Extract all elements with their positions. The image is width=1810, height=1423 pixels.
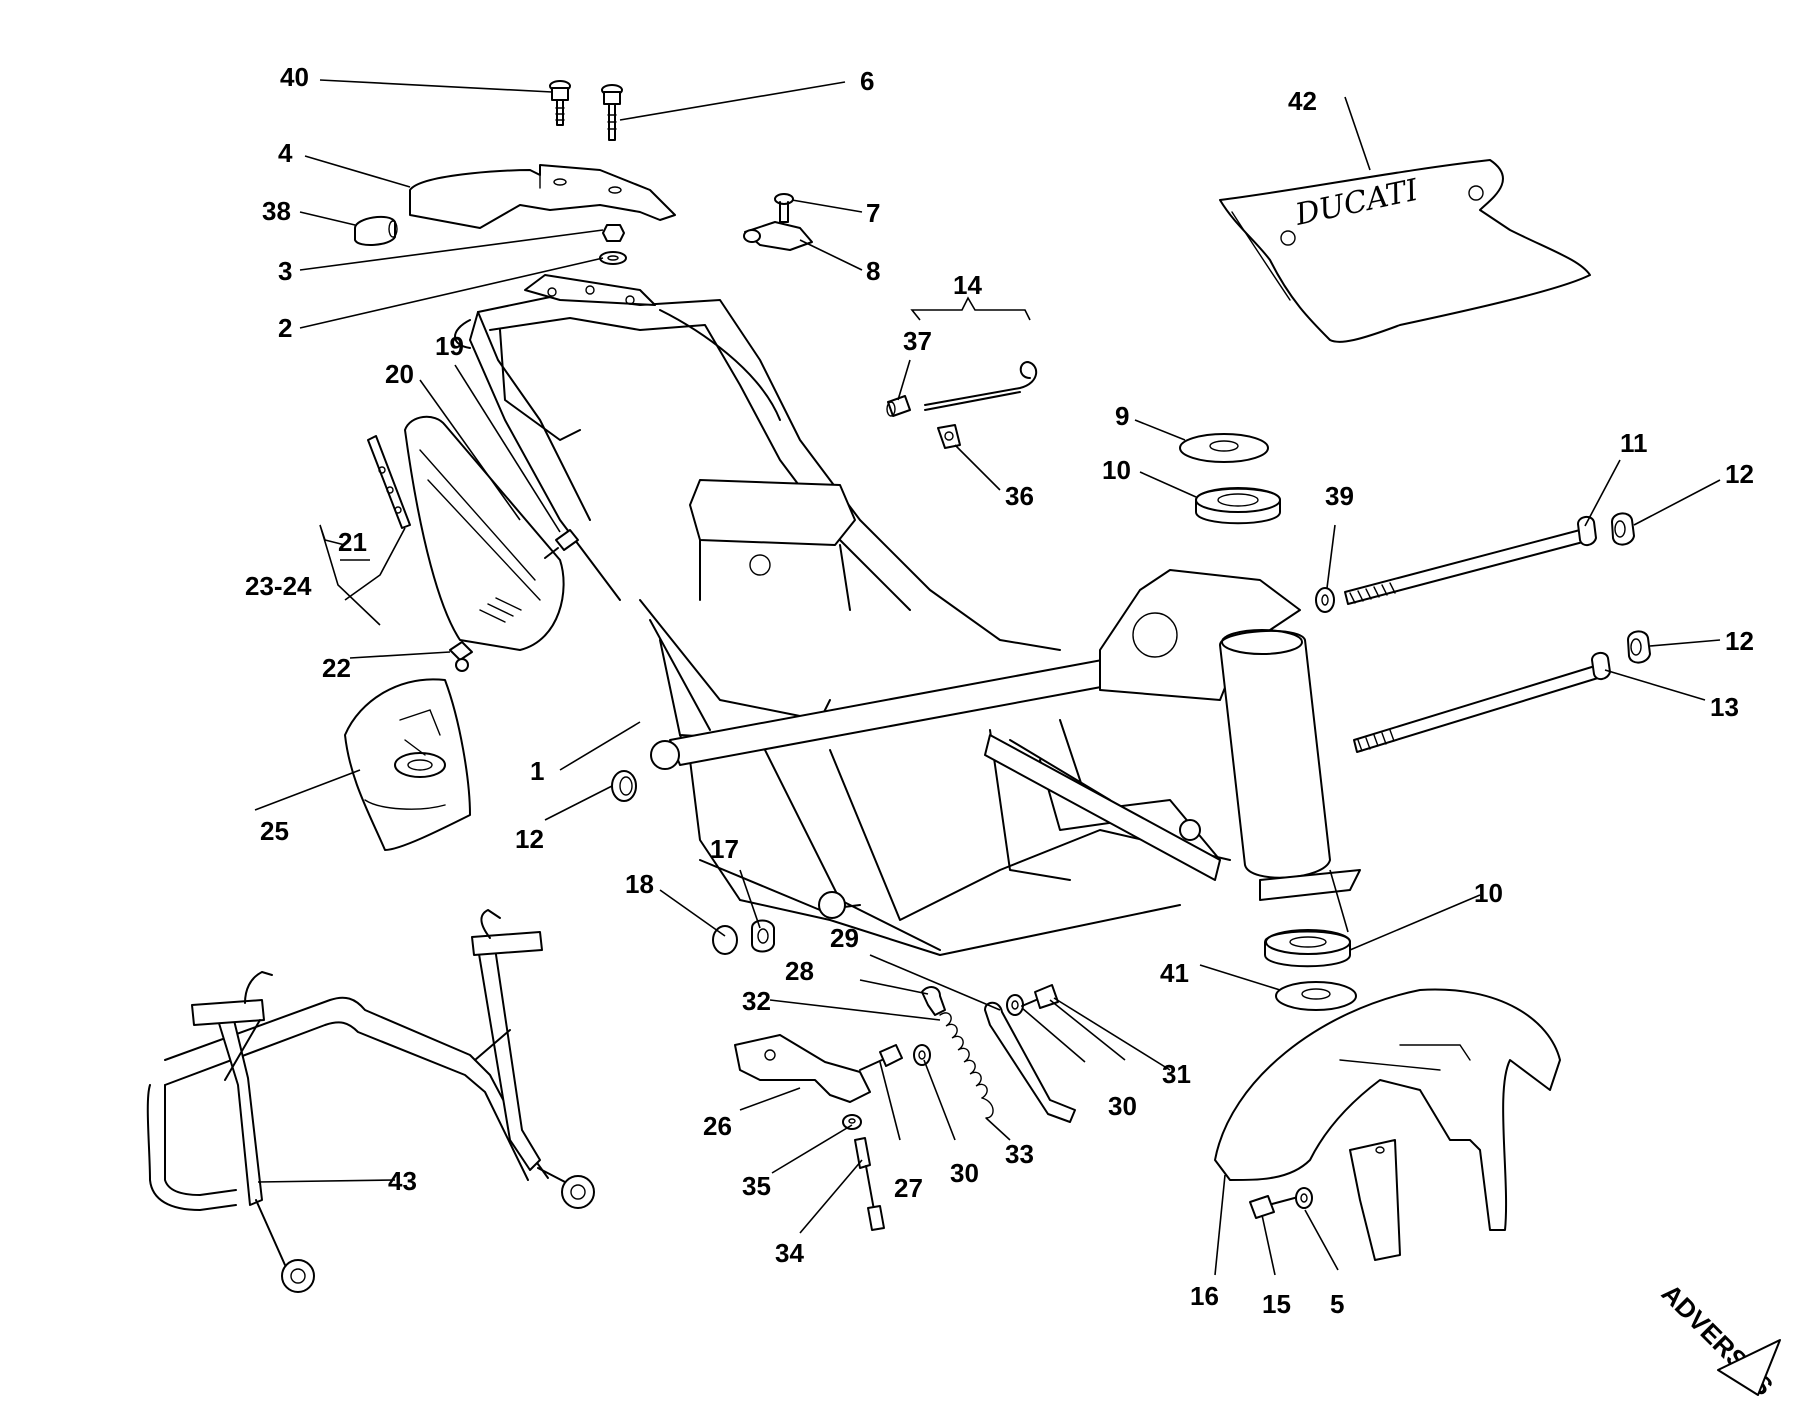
stand-part-43[interactable]: [146, 909, 595, 1293]
label-41: 41: [1160, 958, 1189, 988]
label-16: 16: [1190, 1281, 1219, 1311]
label-15: 15: [1262, 1289, 1291, 1319]
washer-part-30-lower[interactable]: [913, 1044, 931, 1066]
part-labels: 40 6 4 38 3 2 7 8 14 37 36 9 10 39 11 12…: [245, 62, 1754, 1319]
tail-light-part-20[interactable]: [404, 415, 565, 651]
cap-part-12-left[interactable]: [611, 770, 637, 802]
washer-part-30-upper[interactable]: [1006, 994, 1024, 1016]
label-34: 34: [775, 1238, 804, 1268]
washer-part-9[interactable]: [1179, 433, 1269, 463]
bracket-part-26[interactable]: [734, 1034, 871, 1103]
bracket-part-4[interactable]: [409, 164, 676, 229]
stand-part-29[interactable]: [984, 1001, 1076, 1123]
label-9: 9: [1115, 401, 1129, 431]
label-42: 42: [1288, 86, 1317, 116]
label-43: 43: [388, 1166, 417, 1196]
label-4: 4: [278, 138, 293, 168]
spindle-part-13[interactable]: [1353, 652, 1611, 753]
label-38: 38: [262, 196, 291, 226]
switch-part-34[interactable]: [854, 1137, 885, 1231]
bearing-part-10-upper[interactable]: [1195, 487, 1281, 525]
label-17: 17: [710, 834, 739, 864]
spring-part-32[interactable]: [939, 1012, 994, 1119]
label-36: 36: [1005, 481, 1034, 511]
label-40: 40: [280, 62, 309, 92]
nut-part-12-middle[interactable]: [1627, 630, 1651, 664]
washer-part-5[interactable]: [1295, 1187, 1313, 1209]
label-35: 35: [742, 1171, 771, 1201]
label-10-lower: 10: [1474, 878, 1503, 908]
spindle-part-11[interactable]: [1344, 516, 1597, 605]
plate-part-28[interactable]: [921, 986, 946, 1016]
washer-part-41[interactable]: [1275, 981, 1357, 1011]
bolt-part-40[interactable]: [549, 80, 571, 126]
bearing-part-10-lower[interactable]: [1264, 929, 1351, 968]
bolt-part-6[interactable]: [601, 84, 623, 141]
label-33: 33: [1005, 1139, 1034, 1169]
bolt-part-31[interactable]: [1021, 984, 1059, 1009]
label-7: 7: [866, 198, 880, 228]
cap-part-18[interactable]: [712, 925, 738, 955]
fender-part-16[interactable]: [1214, 988, 1561, 1261]
label-12-left: 12: [515, 824, 544, 854]
plate-part-21[interactable]: [367, 435, 411, 529]
label-11: 11: [1620, 428, 1648, 458]
label-32: 32: [742, 986, 771, 1016]
label-39: 39: [1325, 481, 1354, 511]
watermark: ADVERSUS: [1656, 1278, 1781, 1401]
nut-part-3[interactable]: [602, 224, 625, 242]
label-30-upper: 30: [1108, 1091, 1137, 1121]
label-20: 20: [385, 359, 414, 389]
label-13: 13: [1710, 692, 1739, 722]
bolt-part-27[interactable]: [859, 1044, 903, 1071]
bolt-part-15[interactable]: [1249, 1195, 1303, 1219]
label-12-top: 12: [1725, 459, 1754, 489]
label-25: 25: [260, 816, 289, 846]
cap-part-37[interactable]: [886, 395, 911, 417]
bracket-part-25[interactable]: [344, 678, 471, 851]
label-22: 22: [322, 653, 351, 683]
label-27: 27: [894, 1173, 923, 1203]
bracket-part-8[interactable]: [743, 221, 813, 251]
label-1: 1: [530, 756, 544, 786]
label-37: 37: [903, 326, 932, 356]
watermark-arrow-icon: [1717, 1339, 1781, 1396]
washer-part-39[interactable]: [1315, 587, 1335, 613]
label-5: 5: [1330, 1289, 1344, 1319]
label-10-upper: 10: [1102, 455, 1131, 485]
washer-part-35[interactable]: [842, 1114, 862, 1130]
label-31: 31: [1162, 1059, 1191, 1089]
leader-lines: [254, 79, 1721, 1276]
tool-bag-part-42[interactable]: DUCATI: [1219, 159, 1591, 343]
label-28: 28: [785, 956, 814, 986]
washer-part-2[interactable]: [599, 251, 627, 265]
clip-part-36[interactable]: [937, 424, 961, 449]
label-26: 26: [703, 1111, 732, 1141]
label-18: 18: [625, 869, 654, 899]
spacer-part-38[interactable]: [354, 215, 398, 246]
bulb-part-22[interactable]: [449, 641, 473, 672]
nut-part-12-top[interactable]: [1611, 512, 1635, 546]
label-14: 14: [953, 270, 982, 300]
label-3: 3: [278, 256, 292, 286]
label-19: 19: [435, 331, 464, 361]
label-29: 29: [830, 923, 859, 953]
label-21: 21: [338, 527, 367, 557]
label-2: 2: [278, 313, 292, 343]
label-23-24: 23-24: [245, 571, 312, 601]
label-12-middle: 12: [1725, 626, 1754, 656]
label-6: 6: [860, 66, 874, 96]
screw-part-19[interactable]: [544, 529, 579, 559]
screw-part-7[interactable]: [774, 193, 794, 223]
rod-part-14[interactable]: [924, 361, 1038, 411]
bush-part-17[interactable]: [751, 919, 775, 953]
label-30-lower: 30: [950, 1158, 979, 1188]
label-8: 8: [866, 256, 880, 286]
frame-part-1[interactable]: [454, 274, 1361, 956]
